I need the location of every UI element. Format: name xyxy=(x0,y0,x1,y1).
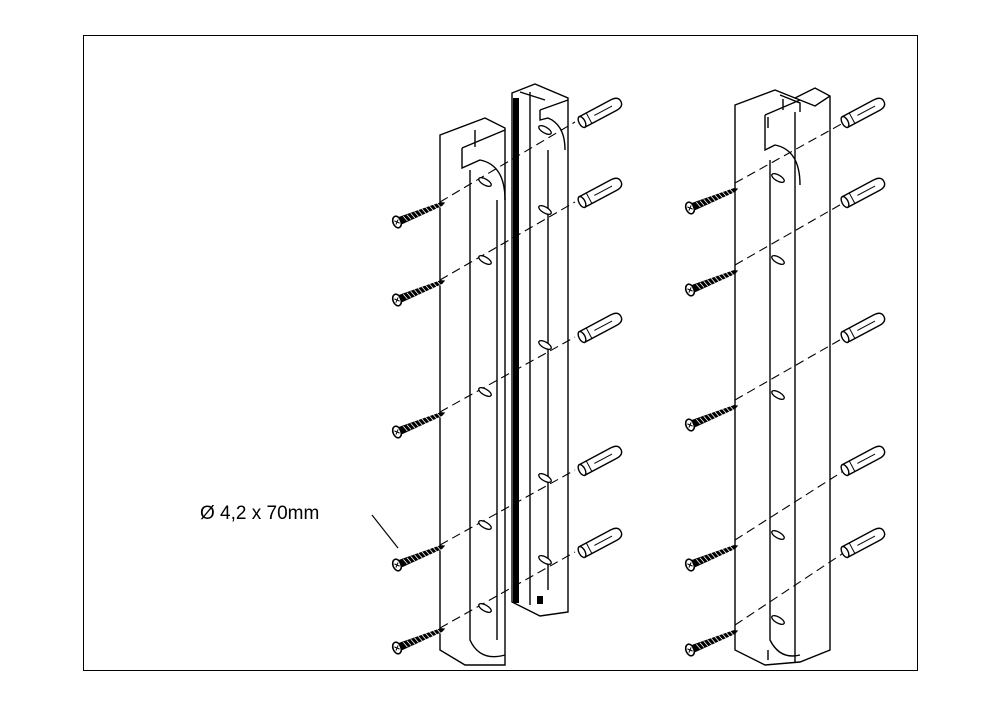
screw xyxy=(391,545,446,572)
mounting-slot xyxy=(538,554,552,566)
screw xyxy=(391,280,446,307)
wall-dowel xyxy=(577,97,623,129)
alignment-line xyxy=(734,121,846,184)
screw xyxy=(391,412,446,439)
wall-dowel xyxy=(840,312,886,344)
mounting-slot xyxy=(771,614,785,626)
mounting-slot xyxy=(771,389,785,401)
alignment-line xyxy=(439,469,576,546)
screw xyxy=(684,630,739,657)
mounting-slot xyxy=(478,602,492,614)
right-profile xyxy=(734,87,831,666)
screw xyxy=(684,405,739,432)
screw xyxy=(391,202,446,229)
wall-dowel xyxy=(577,312,623,344)
tall-profile-clip xyxy=(537,596,543,604)
alignment-line xyxy=(734,551,846,626)
screw-spec-label: Ø 4,2 x 70mm xyxy=(200,503,320,524)
drawing-frame xyxy=(83,35,918,671)
screw xyxy=(684,270,739,297)
alignment-line xyxy=(734,469,846,541)
alignment-line xyxy=(734,201,846,266)
alignment-line xyxy=(734,336,846,401)
wall-dowel xyxy=(840,445,886,477)
mounting-slot xyxy=(538,339,552,351)
screw xyxy=(684,188,739,215)
tall-profile-inner xyxy=(519,91,569,605)
wall-dowel xyxy=(840,97,886,129)
mounting-slot xyxy=(538,124,552,136)
mounting-slot xyxy=(538,472,552,484)
gasket-strip xyxy=(513,98,519,603)
mounting-slot xyxy=(478,519,492,531)
wall-dowel xyxy=(840,177,886,209)
mounting-slot xyxy=(538,204,552,216)
alignment-line xyxy=(439,201,576,281)
wall-dowel xyxy=(840,527,886,559)
right-profile-assembly xyxy=(734,87,831,666)
alignment-line xyxy=(439,336,576,413)
alignment-line xyxy=(439,121,576,203)
screw xyxy=(684,545,739,572)
tall-profile xyxy=(511,83,569,617)
mounting-slot xyxy=(478,176,492,188)
leader-line xyxy=(371,514,399,549)
alignment-line xyxy=(439,551,576,629)
mounting-slot xyxy=(771,172,785,184)
left-strip-profile xyxy=(439,117,506,666)
wall-dowel xyxy=(577,177,623,209)
mounting-slot xyxy=(771,529,785,541)
wall-dowel xyxy=(577,527,623,559)
screw xyxy=(391,628,446,655)
mounting-slot xyxy=(478,254,492,266)
mounting-slot xyxy=(771,254,785,266)
left-strip-inner xyxy=(461,129,506,658)
wall-dowel xyxy=(577,445,623,477)
left-profile-assembly xyxy=(439,83,569,666)
mounting-slot xyxy=(478,386,492,398)
